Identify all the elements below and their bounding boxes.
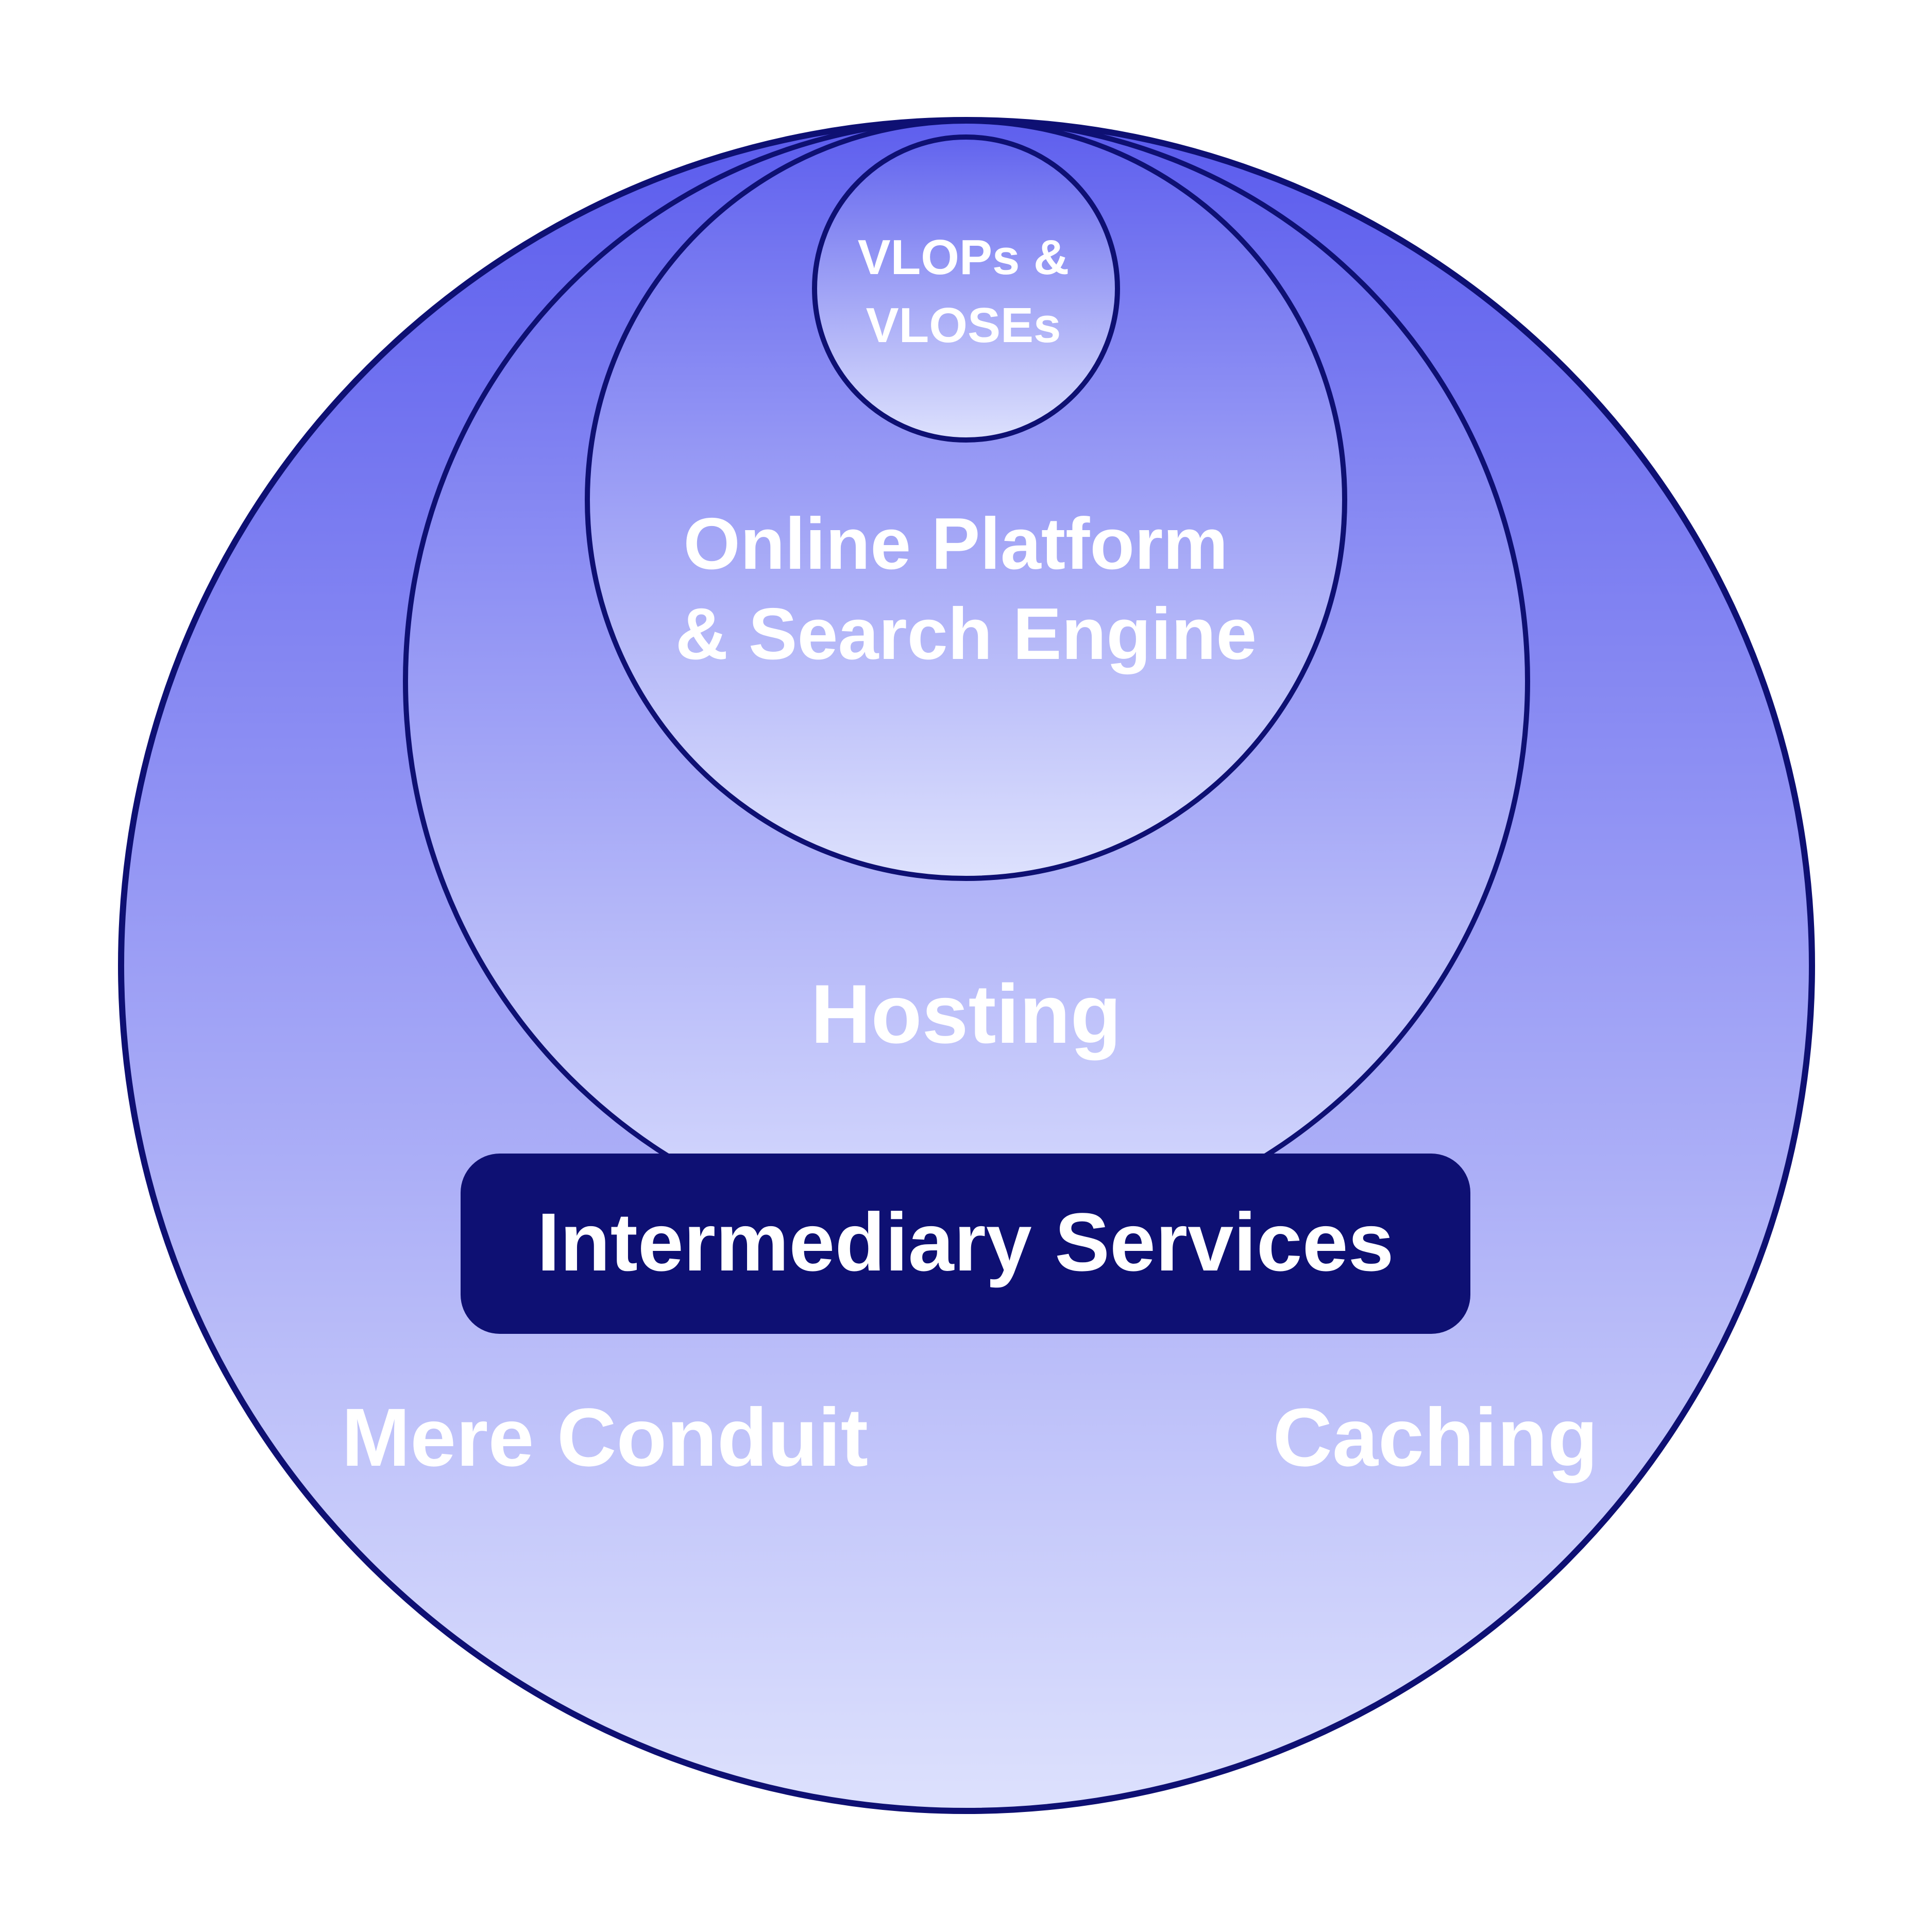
hosting-label: Hosting	[811, 968, 1122, 1061]
online-platform-label-line2: & Search Engine	[675, 593, 1257, 675]
mere-conduit-label: Mere Conduit	[342, 1391, 868, 1483]
caching-label: Caching	[1273, 1391, 1598, 1483]
vlops-label-line1: VLOPs &	[858, 230, 1070, 285]
intermediary-services-label: Intermediary Services	[537, 1196, 1394, 1288]
vlops-label-line2: VLOSEs	[866, 298, 1061, 353]
online-platform-label-line1: Online Platform	[683, 503, 1228, 585]
intermediary-services-banner	[461, 1154, 1470, 1334]
vlops-vloses-circle	[812, 134, 1120, 443]
online-platform-circle	[585, 118, 1347, 881]
